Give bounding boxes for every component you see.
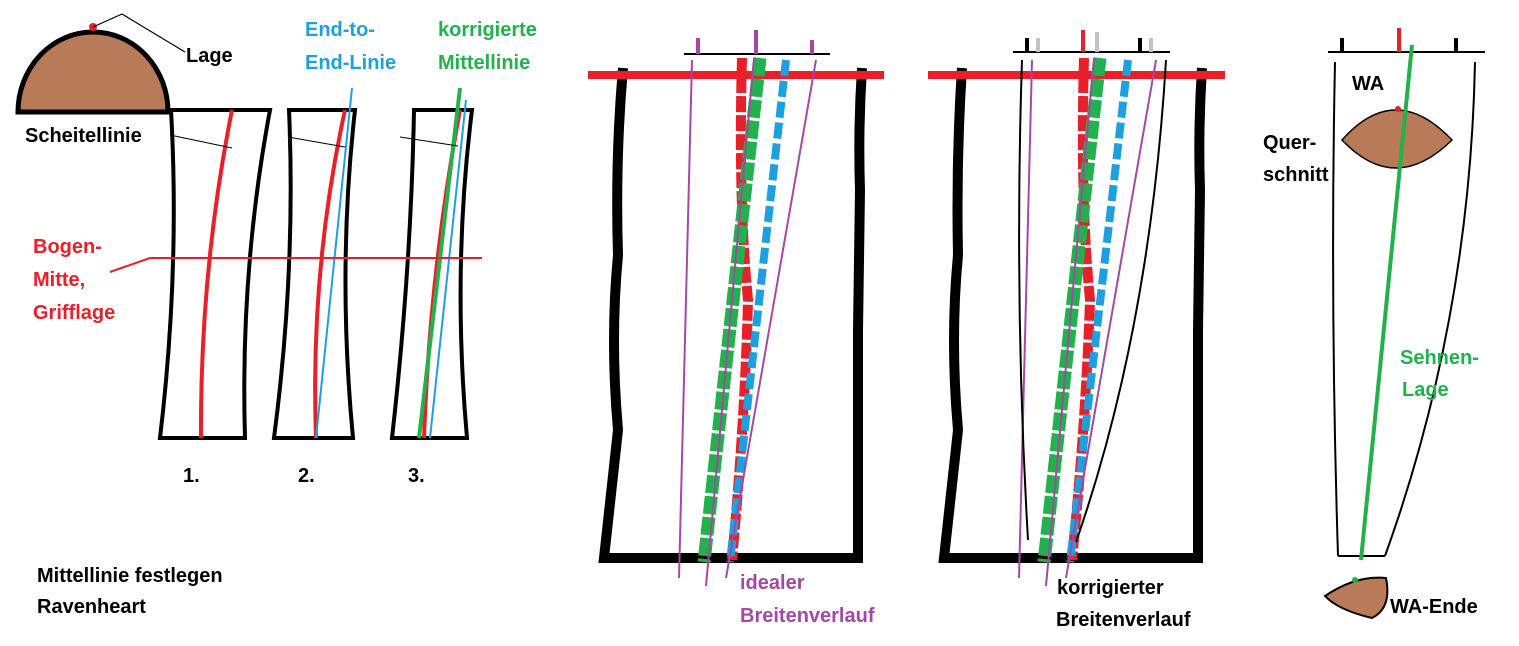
panel3-black-left-width: [1018, 59, 1029, 541]
panel3-purple-left-width: [1018, 59, 1033, 579]
limb-2-end-to-end-line: [315, 87, 353, 439]
limb-3-corrected-centerline: [417, 87, 462, 439]
panel3-black-right-width: [1075, 59, 1167, 543]
limb-3-centerline: [422, 109, 462, 439]
panel4-cross-section: [1340, 109, 1454, 169]
label-bogenmitte-1: Bogen-: [33, 236, 102, 258]
panel-string-position: WA Quer- schnitt Sehnen- Lage WA-Ende: [1263, 28, 1485, 620]
panel2-red-centerline: [727, 57, 754, 561]
label-querschnitt-1: Quer-: [1263, 132, 1316, 154]
panel3-red-centerline: [1067, 57, 1096, 561]
panel-ideal-width: idealer Breitenverlauf: [588, 30, 884, 627]
label-korrigierter-2: Breitenverlauf: [1056, 609, 1191, 631]
panel3-blue-end-to-end: [1066, 59, 1132, 563]
label-bogenmitte-3: Grifflage: [33, 302, 115, 324]
label-end-to-end-1: End-to-: [305, 19, 375, 41]
limb-outline-2: [271, 108, 358, 440]
lage-leader: [92, 13, 186, 53]
limb-number-1: 1.: [183, 465, 200, 487]
limb-number-2: 2.: [298, 465, 315, 487]
label-sehnenlage-2: Lage: [1402, 379, 1449, 401]
limb-number-3: 3.: [408, 465, 425, 487]
panel4-limb-right-edge: [1384, 61, 1476, 557]
limb-3-end-to-end-line: [429, 99, 467, 439]
limb-outline-1: [157, 108, 273, 440]
panel4-green-string-line: [1359, 44, 1414, 561]
panel3-purple-center: [1045, 57, 1095, 587]
label-wa-ende: WA-Ende: [1390, 596, 1478, 618]
label-korrigierte-2: Mittellinie: [438, 52, 530, 74]
label-idealer-1: idealer: [740, 572, 805, 594]
panel4-cross-section-dot: [1395, 106, 1401, 112]
grip-leader: [109, 257, 151, 273]
label-korrigierte-1: korrigierte: [438, 19, 537, 41]
label-scheitellinie: Scheitellinie: [25, 125, 142, 147]
panel2-purple-left-width: [678, 59, 693, 579]
panel4-limb-left-edge: [1332, 61, 1339, 557]
scheitellinie-leader-2: [287, 136, 346, 148]
label-lage: Lage: [186, 45, 233, 67]
caption-line-2: Ravenheart: [37, 596, 146, 618]
panel3-purple-right-width: [1065, 59, 1157, 579]
cross-section-dome: [15, 29, 171, 115]
label-korrigierter-1: korrigierter: [1057, 577, 1164, 599]
label-bogenmitte-2: Mitte,: [33, 269, 85, 291]
panel-corrected-width: korrigierter Breitenverlauf: [928, 30, 1225, 631]
panel-centerline-determination: Lage Scheitellinie End-to- End-Linie kor…: [15, 13, 537, 618]
limb-2-centerline: [313, 109, 347, 439]
panel2-purple-center: [705, 57, 755, 587]
panel2-blue-end-to-end: [726, 59, 790, 563]
limb-outline-3: [389, 108, 475, 440]
label-querschnitt-2: schnitt: [1263, 164, 1329, 186]
label-idealer-2: Breitenverlauf: [740, 605, 875, 627]
scheitellinie-leader-3: [399, 136, 459, 147]
panel4-wa-end-dot: [1352, 577, 1358, 583]
panel4-wa-end-shape: [1323, 576, 1389, 620]
caption-line-1: Mittellinie festlegen: [37, 565, 223, 587]
panel2-purple-right-width: [725, 59, 817, 579]
label-wa: WA: [1352, 73, 1384, 95]
limb-1-centerline: [198, 109, 234, 439]
scheitellinie-leader-1: [169, 134, 233, 149]
label-sehnenlage-1: Sehnen-: [1400, 347, 1479, 369]
label-end-to-end-2: End-Linie: [305, 52, 396, 74]
